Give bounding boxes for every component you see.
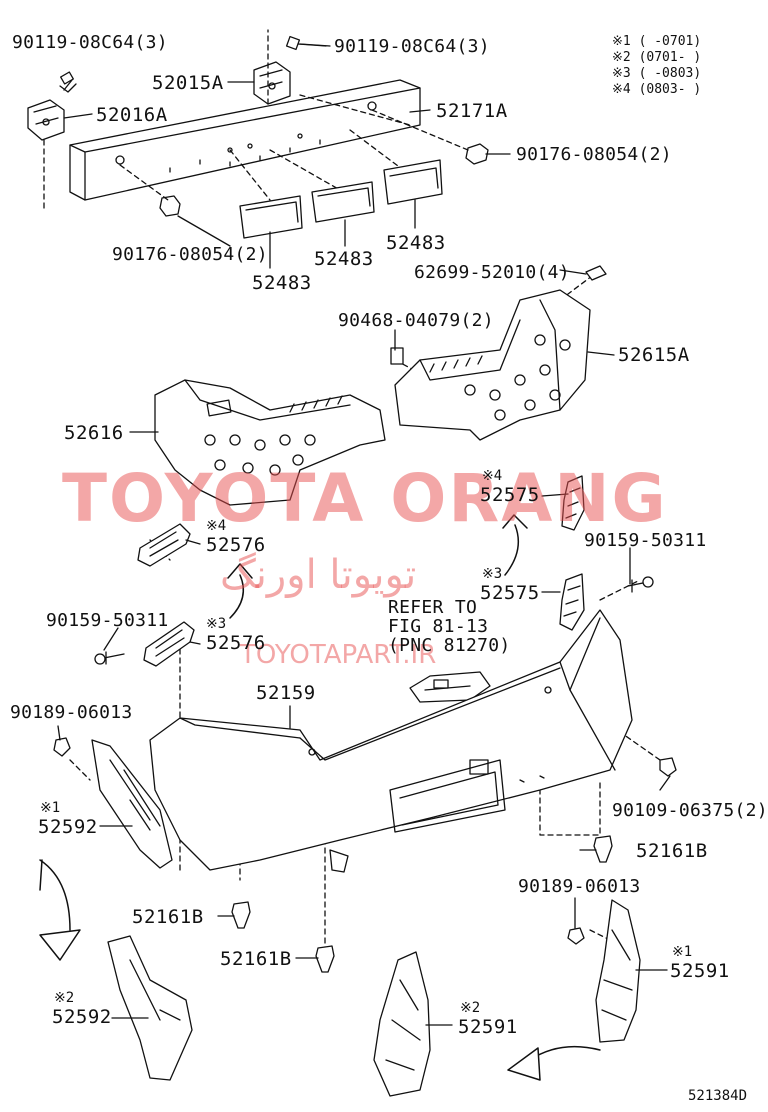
part-label[interactable]: 52591 — [670, 960, 730, 982]
part-label[interactable]: 90176-08054(2) — [112, 244, 268, 265]
energy-absorber-right-52615a-drawing — [394, 289, 591, 441]
part-label[interactable]: 52616 — [64, 422, 124, 444]
curved-arrow-lower-left — [39, 859, 81, 961]
legend-item-2: ※2 (0701- ) — [612, 50, 702, 65]
left-bracket-52016a-drawing — [27, 99, 65, 141]
curved-arrow-upper-left — [227, 563, 253, 619]
part-label[interactable]: 52171A — [436, 100, 508, 122]
part-label[interactable]: 52575 — [480, 484, 540, 506]
watermark-site: TOYOTAPART.IR — [240, 640, 437, 670]
bolt-90109-drawing — [659, 757, 677, 777]
clip-90468-drawing — [390, 347, 404, 365]
part-label[interactable]: 52016A — [96, 104, 168, 126]
part-label[interactable]: 90468-04079(2) — [338, 310, 494, 331]
bolt-90119-left-drawing — [59, 71, 77, 93]
part-label[interactable]: 52575 — [480, 582, 540, 604]
part-label[interactable]: 52161B — [132, 906, 204, 928]
nut-90176-right-drawing — [465, 143, 489, 165]
part-label[interactable]: 52576 — [206, 534, 266, 556]
watermark-brand: TOYOTA ORANG — [62, 460, 668, 537]
legend-item-4: ※4 (0803- ) — [612, 82, 702, 97]
clip-62699-drawing — [585, 265, 607, 281]
part-label[interactable]: 62699-52010(4) — [414, 262, 570, 283]
note-mark: ※3 — [206, 616, 227, 632]
part-label[interactable]: 90119-08C64(3) — [12, 32, 168, 53]
legend: ※1 ( -0701) ※2 (0701- ) ※3 ( -0803) ※4 (… — [612, 34, 701, 98]
part-label[interactable]: 90159-50311 — [46, 610, 169, 631]
part-label[interactable]: 52483 — [314, 248, 374, 270]
bolt-90119-right-drawing — [285, 35, 327, 51]
side-retainer-52591-center-drawing — [373, 951, 431, 1097]
screw-90159-right-drawing — [627, 576, 654, 593]
part-label[interactable]: 52591 — [458, 1016, 518, 1038]
push-clip-52161b-left-drawing — [231, 901, 251, 929]
curved-arrow-upper-right — [502, 514, 528, 576]
screw-90159-left-drawing — [94, 651, 125, 665]
bolt-90189-left-drawing — [53, 737, 71, 757]
retainer-52576-upper-drawing — [137, 523, 191, 567]
part-label[interactable]: 52592 — [38, 816, 98, 838]
part-label[interactable]: 90159-50311 — [584, 530, 707, 551]
push-clip-52161b-center-drawing — [315, 945, 335, 973]
rear-bumper-cover-52159-drawing — [149, 609, 633, 873]
part-label[interactable]: 90189-06013 — [518, 876, 641, 897]
retainer-52575-upper-drawing — [561, 475, 585, 531]
part-label[interactable]: 90176-08054(2) — [516, 144, 672, 165]
bolt-90189-right-drawing — [567, 927, 585, 945]
license-bracket-52483-left-drawing — [239, 195, 303, 239]
push-clip-52161b-right-drawing — [593, 835, 613, 863]
center-bracket-52015a-drawing — [253, 61, 291, 105]
note-mark: ※3 — [482, 566, 503, 582]
part-label[interactable]: 90119-08C64(3) — [334, 36, 490, 57]
note-mark: ※1 — [40, 800, 61, 816]
leader-lines — [57, 43, 671, 1026]
part-label[interactable]: 52483 — [386, 232, 446, 254]
refer-note[interactable]: REFER TO FIG 81-13 (PNC 81270) — [388, 597, 511, 656]
bumper-reinforcement-drawing — [69, 79, 421, 201]
part-label[interactable]: 52576 — [206, 632, 266, 654]
note-mark: ※2 — [54, 990, 75, 1006]
retainer-52575-lower-drawing — [559, 573, 585, 631]
part-label[interactable]: 52159 — [256, 682, 316, 704]
side-retainer-52591-right-drawing — [595, 899, 641, 1043]
part-label[interactable]: 90189-06013 — [10, 702, 133, 723]
note-mark: ※4 — [206, 518, 227, 534]
legend-item-1: ※1 ( -0701) — [612, 34, 702, 49]
license-bracket-52483-center-drawing — [311, 181, 375, 223]
part-label[interactable]: 90109-06375(2) — [612, 800, 768, 821]
note-mark: ※2 — [460, 1000, 481, 1016]
legend-item-3: ※3 ( -0803) — [612, 66, 702, 81]
part-label[interactable]: 52592 — [52, 1006, 112, 1028]
energy-absorber-left-52616-drawing — [154, 379, 386, 506]
part-label[interactable]: 52161B — [220, 948, 292, 970]
license-bracket-52483-right-drawing — [383, 159, 443, 205]
part-label[interactable]: 52483 — [252, 272, 312, 294]
part-label[interactable]: 52015A — [152, 72, 224, 94]
note-mark: ※4 — [482, 468, 503, 484]
part-label[interactable]: 52615A — [618, 344, 690, 366]
part-label[interactable]: 52161B — [636, 840, 708, 862]
curved-arrow-lower-right — [507, 1045, 601, 1081]
side-retainer-52592-upper-drawing — [91, 739, 173, 869]
watermark-persian: تویوتا اورنگ — [220, 552, 417, 598]
backup-light-drawing — [409, 671, 491, 703]
diagram-code: 521384D — [688, 1088, 748, 1104]
note-mark: ※1 — [672, 944, 693, 960]
nut-90176-left-drawing — [159, 195, 181, 217]
side-retainer-52592-lower-drawing — [107, 935, 193, 1081]
